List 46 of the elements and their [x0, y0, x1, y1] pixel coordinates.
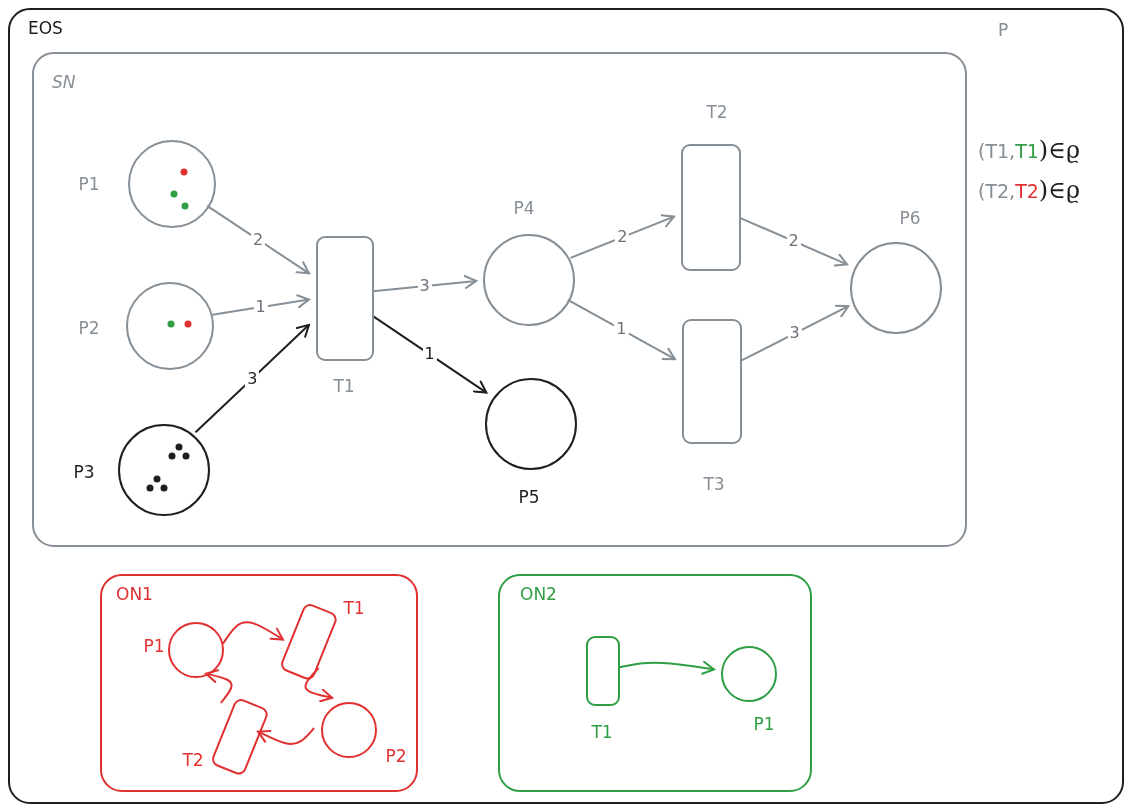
- arrow: [569, 214, 675, 259]
- node-label: P1: [753, 715, 775, 733]
- container-label: P: [998, 22, 1009, 39]
- edge-label: 3: [245, 369, 260, 388]
- node-label: P3: [73, 463, 95, 481]
- arrow: [304, 667, 334, 703]
- arrow: [740, 304, 850, 362]
- node-label: P1: [78, 175, 100, 193]
- node-label: T3: [703, 475, 725, 493]
- node-label: P6: [899, 209, 921, 227]
- container-title: SN: [52, 74, 76, 91]
- container-title: ON2: [520, 586, 557, 603]
- node-label: T2: [706, 103, 728, 121]
- formula-text: T1: [1015, 140, 1039, 162]
- arrow: [618, 660, 715, 675]
- formula-text: T2: [1015, 180, 1039, 202]
- formula-text: )∈ϱ: [1038, 176, 1081, 204]
- container-box: [498, 574, 812, 792]
- edge-label: 1: [422, 345, 437, 364]
- arrow: [372, 315, 488, 394]
- node-label: P2: [78, 319, 100, 337]
- container-box: [100, 574, 418, 792]
- arrow: [566, 298, 676, 361]
- container-box: [32, 52, 967, 547]
- arrow: [372, 275, 478, 293]
- node-label: T1: [333, 377, 355, 395]
- formula-text: (T1,: [978, 140, 1016, 162]
- formula-text: (T2,: [978, 180, 1016, 202]
- arrow: [257, 727, 316, 745]
- container-title: ON1: [116, 586, 153, 603]
- arrow: [739, 216, 849, 267]
- node-label: T2: [182, 751, 204, 769]
- node-label: P2: [385, 747, 407, 765]
- formula-text: )∈ϱ: [1038, 136, 1081, 164]
- edge-label: 2: [251, 230, 266, 249]
- node-label: T1: [591, 723, 613, 741]
- arrow: [211, 294, 310, 316]
- node-label: P5: [518, 488, 540, 506]
- arrow: [206, 204, 310, 275]
- node-label: T1: [343, 599, 365, 617]
- arrow: [194, 323, 310, 434]
- node-label: P4: [513, 199, 535, 217]
- node-label: P1: [143, 637, 165, 655]
- container-box: [8, 8, 1124, 804]
- container-title: EOS: [28, 20, 63, 37]
- arrow: [221, 621, 284, 645]
